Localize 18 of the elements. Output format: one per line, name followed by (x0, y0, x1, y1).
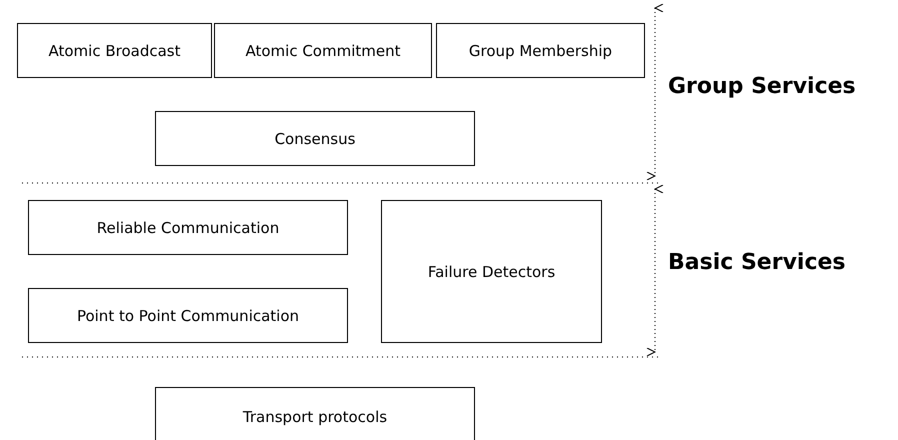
box-label: Point to Point Communication (76, 306, 300, 324)
layer-box (17, 23, 212, 78)
box-label: Atomic Broadcast (48, 42, 180, 60)
layer-box (155, 387, 475, 440)
box-label: Reliable Communication (96, 218, 280, 236)
layer-box (214, 23, 432, 78)
layer-box (381, 200, 602, 343)
layer-title: Group Services (668, 74, 856, 99)
layer-title: Basic Services (668, 250, 846, 275)
layer-box (28, 200, 348, 255)
box-label: Consensus (274, 130, 356, 148)
box-label: Failure Detectors (426, 262, 556, 282)
box-label: Atomic Commitment (245, 42, 400, 60)
layer-box (28, 288, 348, 343)
layer-box (155, 111, 475, 166)
box-label: Group Membership (468, 42, 612, 60)
layer-box (436, 23, 645, 78)
box-label: Transport protocols (242, 408, 388, 426)
